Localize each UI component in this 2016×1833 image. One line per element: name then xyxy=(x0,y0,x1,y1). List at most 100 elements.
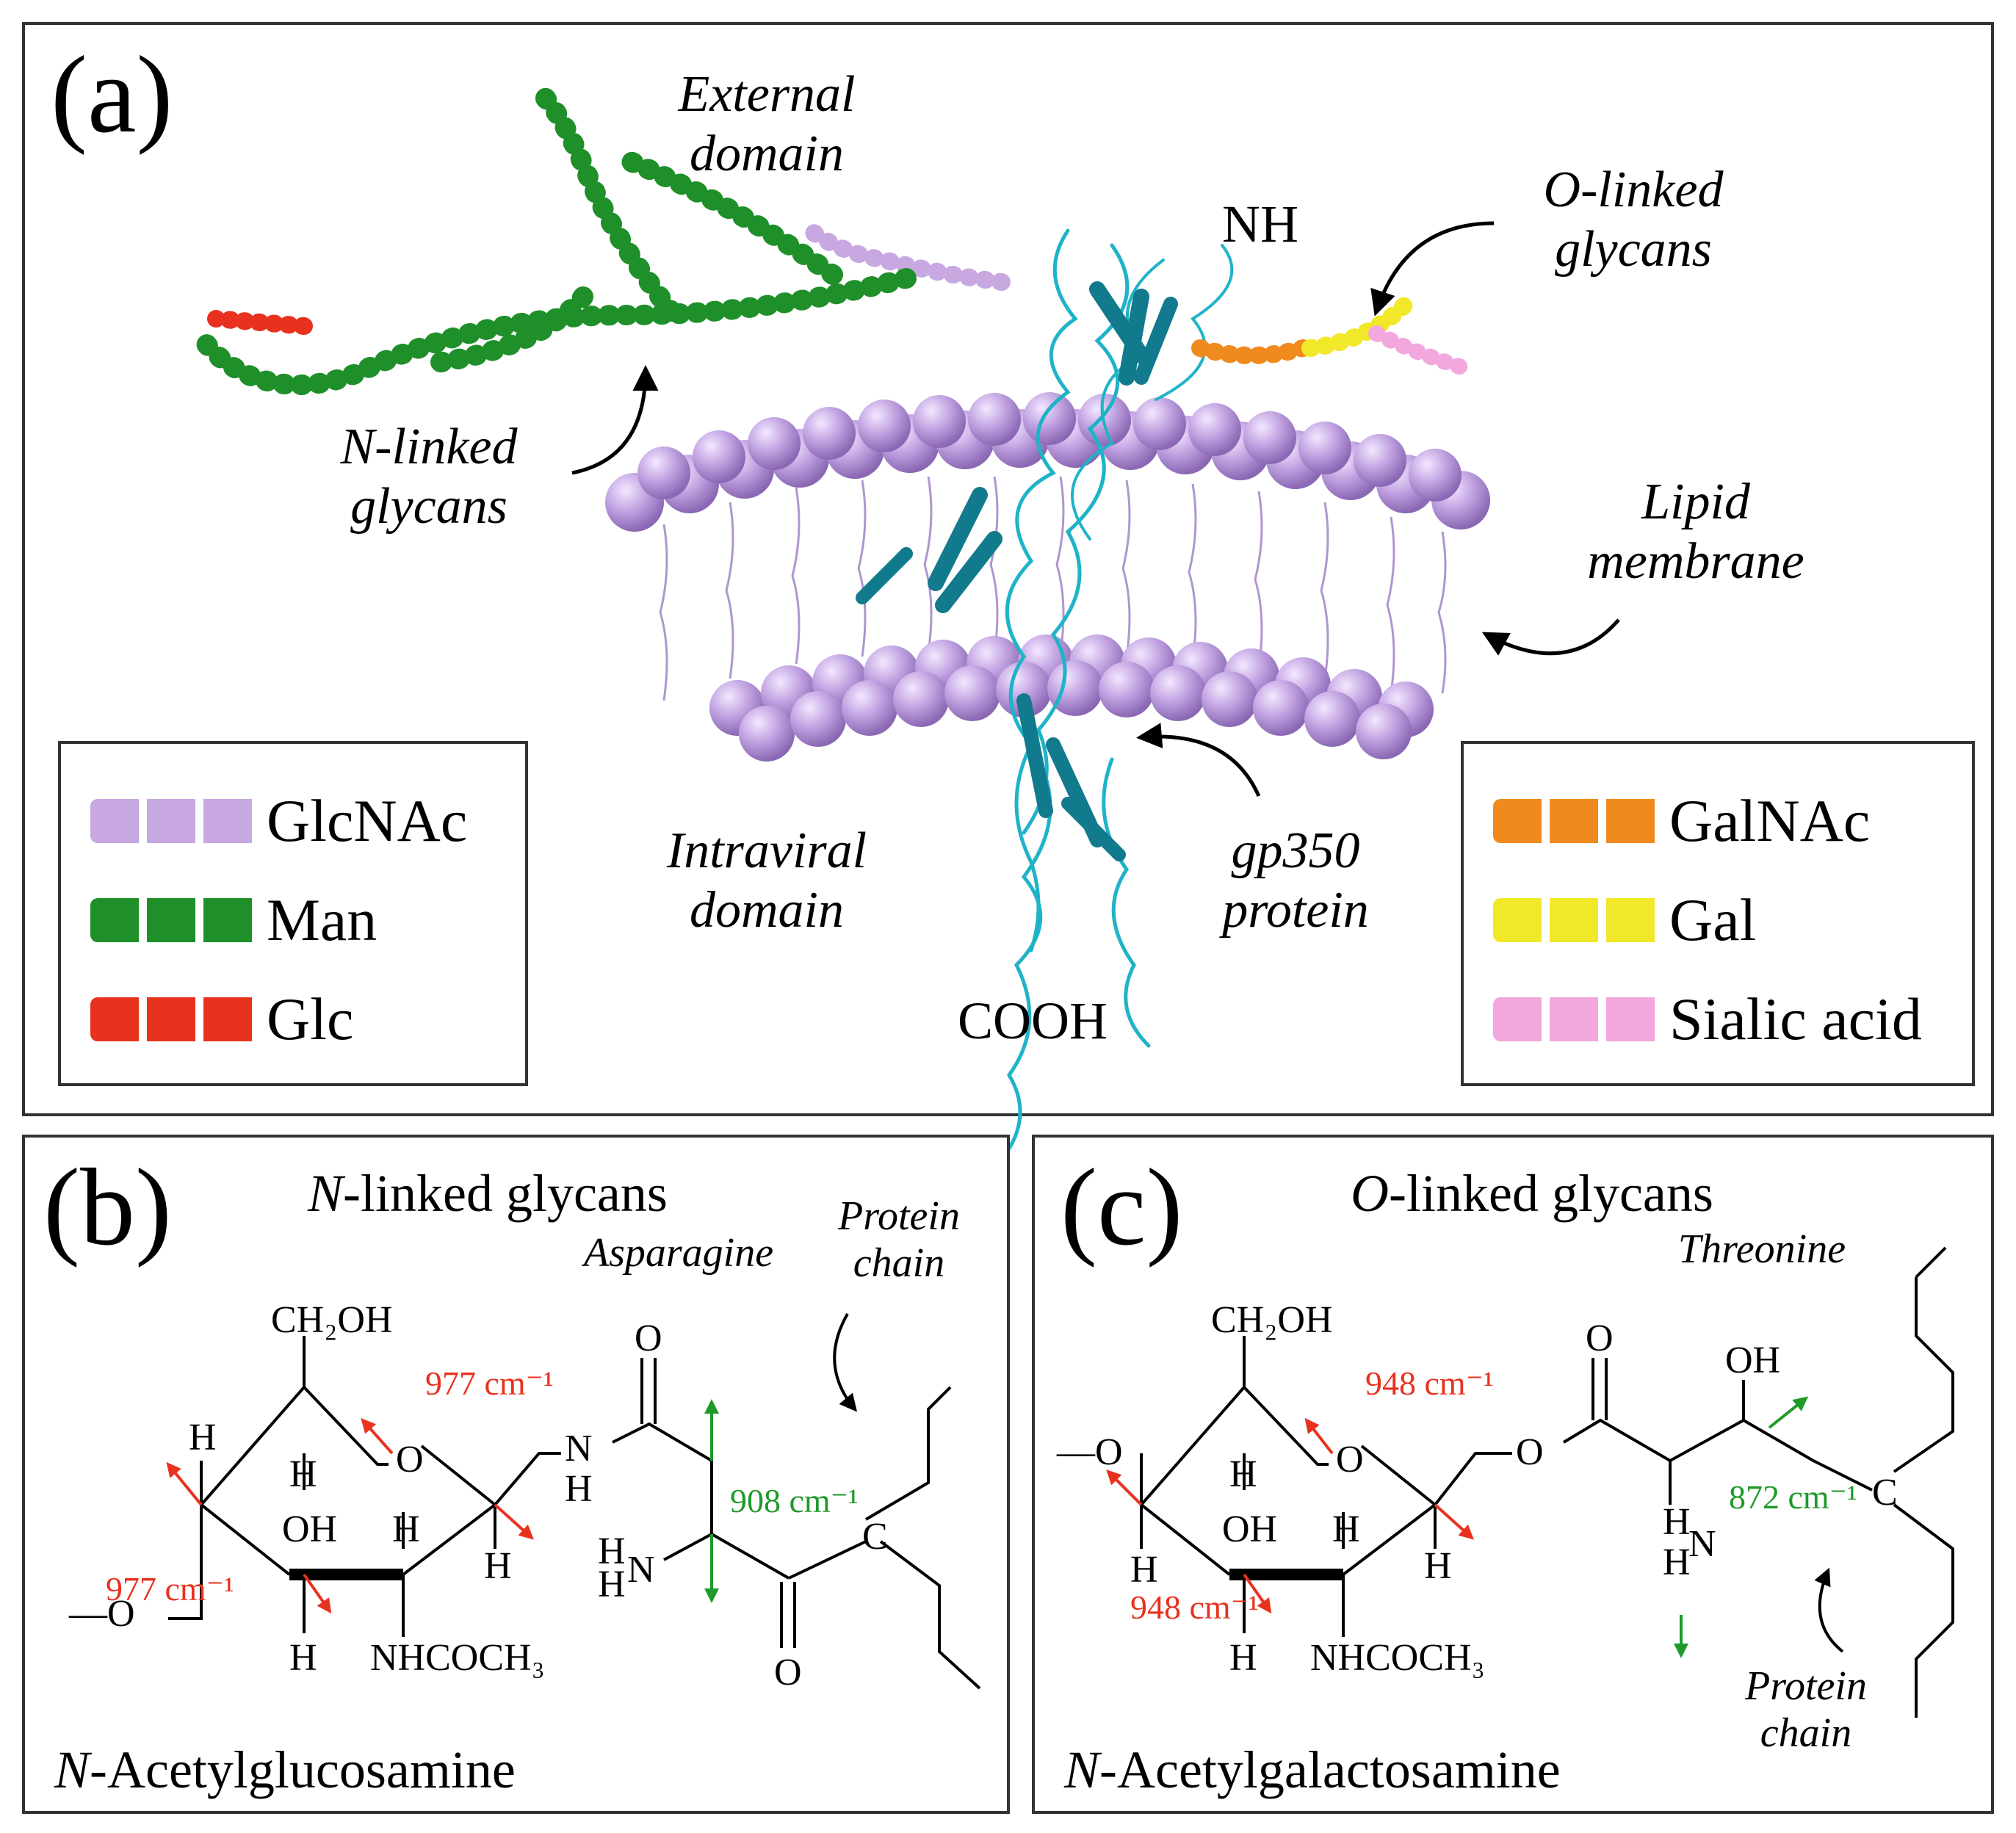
legend-label-galnac: GalNAc xyxy=(1669,787,1871,854)
legend-label-sialic-acid: Sialic acid xyxy=(1669,986,1922,1052)
gal-swatch xyxy=(1493,898,1662,942)
panel-a-label: (a) xyxy=(51,34,173,156)
galnac-swatch xyxy=(1493,799,1662,843)
o-linked-line1: O-linked xyxy=(1543,162,1724,218)
h-atom-c2: H xyxy=(392,1508,420,1550)
protein-chain-label-c: Protein chain xyxy=(1721,1663,1890,1757)
cooh-terminus-label: COOH xyxy=(958,991,1108,1050)
h-atom-c3-c: H xyxy=(1229,1637,1257,1679)
protein-chain-b-line1: Protein xyxy=(838,1193,960,1239)
o-linked-line2: glycans xyxy=(1555,220,1712,278)
amide-n: N xyxy=(565,1428,593,1469)
o-linked-arrow xyxy=(1370,221,1495,317)
freq-948-bottom: 948 cm⁻¹ xyxy=(1130,1588,1259,1626)
n-linked-glycan-chains xyxy=(191,81,1011,395)
freq-948-top: 948 cm⁻¹ xyxy=(1365,1364,1494,1402)
panel-b-label: (b) xyxy=(43,1146,172,1268)
legend-item-glcnac: GlcNAc xyxy=(61,784,467,858)
sialic-acid-swatch xyxy=(1493,997,1662,1041)
panel-c-title-italic: O xyxy=(1351,1164,1389,1223)
external-domain-label: External domain xyxy=(635,65,899,184)
panel-c-title-rest: -linked glycans xyxy=(1389,1164,1713,1223)
h-atom-c3: H xyxy=(289,1637,317,1679)
n-linked-glycans-label: N-linked glycans xyxy=(289,418,568,536)
h-atom-c1-c: H xyxy=(1424,1545,1452,1587)
panel-b-title-rest: -linked glycans xyxy=(343,1164,668,1223)
h-atom-c4: H xyxy=(189,1417,217,1458)
lipid-line2: membrane xyxy=(1587,532,1804,590)
panel-c: (c) O-linked glycans Threonine Protein c… xyxy=(1032,1135,1994,1814)
h-atom-c5-c: H xyxy=(1229,1453,1257,1495)
lipid-line1: Lipid xyxy=(1641,474,1750,530)
freq-977-top: 977 cm⁻¹ xyxy=(425,1364,554,1402)
legend-item-galnac: GalNAc xyxy=(1464,784,1870,858)
hydroxyl-oh-c: OH xyxy=(1725,1340,1780,1381)
gp350-arrow xyxy=(1136,723,1261,798)
amine-n-c: N xyxy=(1688,1523,1716,1565)
nh-terminus-label: NH xyxy=(1222,195,1298,253)
lipid-membrane-label: Lipid membrane xyxy=(1534,473,1857,591)
external-domain-line1: External xyxy=(678,66,856,123)
asparagine-label: Asparagine xyxy=(583,1230,774,1276)
panel-c-footer-rest: -Acetylgalactosamine xyxy=(1099,1740,1561,1799)
amine-h1: H xyxy=(598,1530,626,1572)
legend-label-glcnac: GlcNAc xyxy=(267,787,468,854)
panel-b-footer-rest: -Acetylglucosamine xyxy=(90,1740,516,1799)
freq-977-bottom: 977 cm⁻¹ xyxy=(106,1570,234,1608)
protein-chain-label-b: Protein chain xyxy=(814,1193,983,1287)
oh-group: OH xyxy=(282,1508,337,1550)
threonine-label: Threonine xyxy=(1677,1226,1846,1272)
panel-c-footer-italic: N xyxy=(1064,1740,1100,1799)
panel-b-footer: N-Acetylglucosamine xyxy=(54,1740,516,1801)
freq-908: 908 cm⁻¹ xyxy=(730,1482,859,1519)
o-linked-glycan-chains xyxy=(1191,295,1480,378)
galnac-thr-structure: CH₂OH O O H OH H H H H NHCOCH₃ —O O OH C… xyxy=(1056,1246,1954,1718)
legend-item-sialic-acid: Sialic acid xyxy=(1464,983,1922,1056)
amine-h2: H xyxy=(598,1563,626,1605)
amine-h1-c: H xyxy=(1663,1501,1691,1543)
legend-o-linked: GalNAc Gal Sialic acid xyxy=(1461,741,1975,1086)
lipid-lower-leaflet xyxy=(709,634,1434,762)
gp350-protein-ribbon xyxy=(856,228,1234,1151)
bottom-carbonyl-oxygen: O xyxy=(774,1652,802,1693)
amine-n: N xyxy=(627,1549,655,1591)
oh-group-c: OH xyxy=(1222,1508,1277,1550)
ch2oh-atom: CH₂OH xyxy=(271,1299,392,1341)
lipid-tails xyxy=(659,476,1447,701)
legend-label-gal: Gal xyxy=(1669,886,1757,953)
glcnac-asn-structure: CH₂OH O N H H H OH H H H NHCOCH₃ —O O H … xyxy=(68,1299,981,1693)
legend-label-man: Man xyxy=(267,886,377,953)
legend-n-linked: GlcNAc Man Glc xyxy=(58,741,528,1086)
gp350-protein-label: gp350 protein xyxy=(1171,822,1420,940)
external-domain-line2: domain xyxy=(690,125,844,182)
linkage-oxygen-c: —O xyxy=(1056,1431,1123,1473)
nhcoch3-group: NHCOCH₃ xyxy=(370,1637,545,1679)
gp350-line1: gp350 xyxy=(1231,822,1360,879)
man-swatch xyxy=(90,898,259,942)
alpha-carbon: C xyxy=(862,1516,888,1558)
ring-oxygen: O xyxy=(396,1439,424,1480)
legend-item-gal: Gal xyxy=(1464,883,1756,957)
lipid-upper-leaflet xyxy=(605,392,1490,532)
panel-b-title-italic: N xyxy=(308,1164,344,1223)
amide-h: H xyxy=(565,1468,593,1510)
o-linked-glycans-label: O-linked glycans xyxy=(1494,161,1773,279)
amine-h2-c: H xyxy=(1663,1541,1691,1583)
intraviral-line2: domain xyxy=(690,881,844,939)
legend-label-glc: Glc xyxy=(267,986,354,1052)
ring-oxygen-c: O xyxy=(1336,1439,1364,1480)
h-atom-c5: H xyxy=(289,1453,317,1495)
panel-a-illustration xyxy=(191,81,1620,1151)
legend-item-glc: Glc xyxy=(61,983,353,1056)
panel-c-label: (c) xyxy=(1061,1146,1183,1268)
h-atom-c4-c: H xyxy=(1130,1549,1158,1591)
gp350-line2: protein xyxy=(1222,881,1369,939)
alpha-carbon-c: C xyxy=(1872,1472,1898,1514)
carbonyl-oxygen: O xyxy=(635,1317,662,1359)
n-linked-line1: N-linked xyxy=(340,419,518,475)
glcnac-swatch xyxy=(90,799,259,843)
glc-swatch xyxy=(90,997,259,1041)
n-linked-line2: glycans xyxy=(350,477,507,535)
protein-chain-b-line2: chain xyxy=(853,1240,945,1287)
panel-b: (b) N-linked glycans Asparagine Protein … xyxy=(22,1135,1010,1814)
